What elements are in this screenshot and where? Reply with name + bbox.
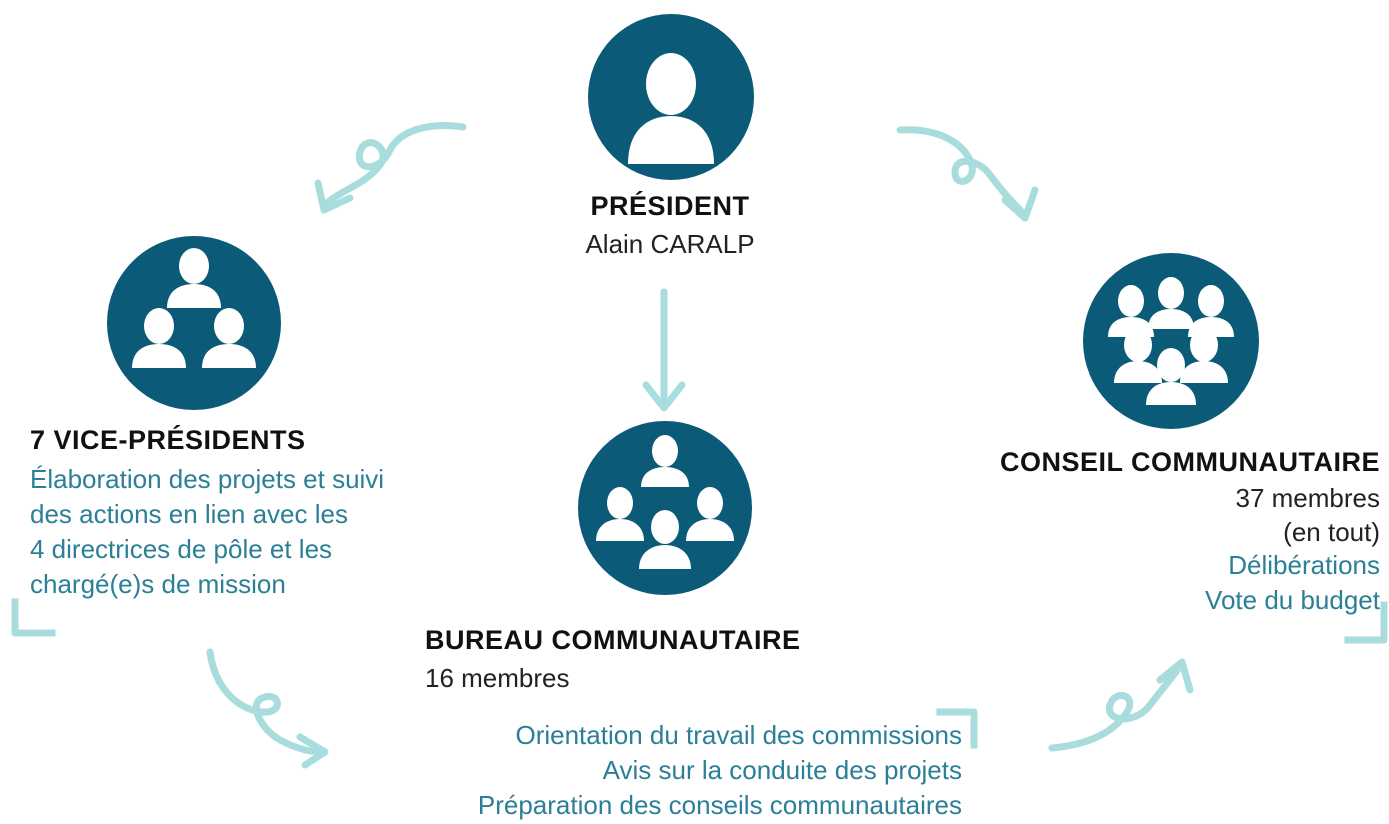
vice-presidents-line: des actions en lien avec les [30,499,348,529]
arrowhead-vice-to-bureau [296,733,329,769]
arrowhead-president-to-vice [314,179,354,214]
arrowhead-president-to-conseil [1001,186,1039,222]
bracket-vice [11,598,56,637]
three-people-icon [132,248,256,368]
vice-presidents-circle [107,236,281,410]
president-title: PRÉSIDENT [590,191,750,221]
group-people-icon [596,435,734,569]
bureau-line: Préparation des conseils communautaires [477,790,962,820]
bureau-description: Orientation du travail des commissions A… [330,718,962,823]
crowd-people-icon [1108,277,1234,405]
arrowhead-bureau-to-conseil [1156,658,1194,694]
conseil-line: Vote du budget [1205,585,1380,615]
conseil-circle [1083,253,1259,429]
bureau-circle [578,421,752,595]
vice-presidents-title: 7 VICE-PRÉSIDENTS [30,425,306,455]
bureau-title: BUREAU COMMUNAUTAIRE [425,625,801,655]
bureau-line: Avis sur la conduite des projets [602,755,962,785]
president-name: Alain CARALP [585,229,755,259]
arrow-president-to-vice [321,122,467,209]
president-circle [588,14,754,180]
bracket-conseil [1344,601,1388,644]
conseil-line: Délibérations [1228,550,1380,580]
vice-presidents-line: Élaboration des projets et suivi [30,464,385,494]
conseil-members-note: (en tout) [1283,517,1380,547]
bureau-line: Orientation du travail des commissions [515,720,962,750]
conseil-title: CONSEIL COMMUNAUTAIRE [1000,447,1380,477]
conseil-description: Délibérations Vote du budget [1080,548,1380,618]
vice-presidents-line: chargé(e)s de mission [30,569,286,599]
single-person-icon [628,53,714,164]
arrow-bureau-to-conseil [1048,661,1184,752]
conseil-members: 37 membres [1235,483,1381,513]
vice-presidents-line: 4 directrices de pôle et les [30,534,333,564]
arrowhead-president-to-bureau [642,381,686,412]
arrow-president-to-conseil [896,126,1029,219]
bracket-bureau [936,708,978,749]
bureau-members: 16 membres [425,663,570,693]
arrow-vice-to-bureau [206,648,326,756]
vice-presidents-description: Élaboration des projets et suivi des act… [30,462,384,602]
